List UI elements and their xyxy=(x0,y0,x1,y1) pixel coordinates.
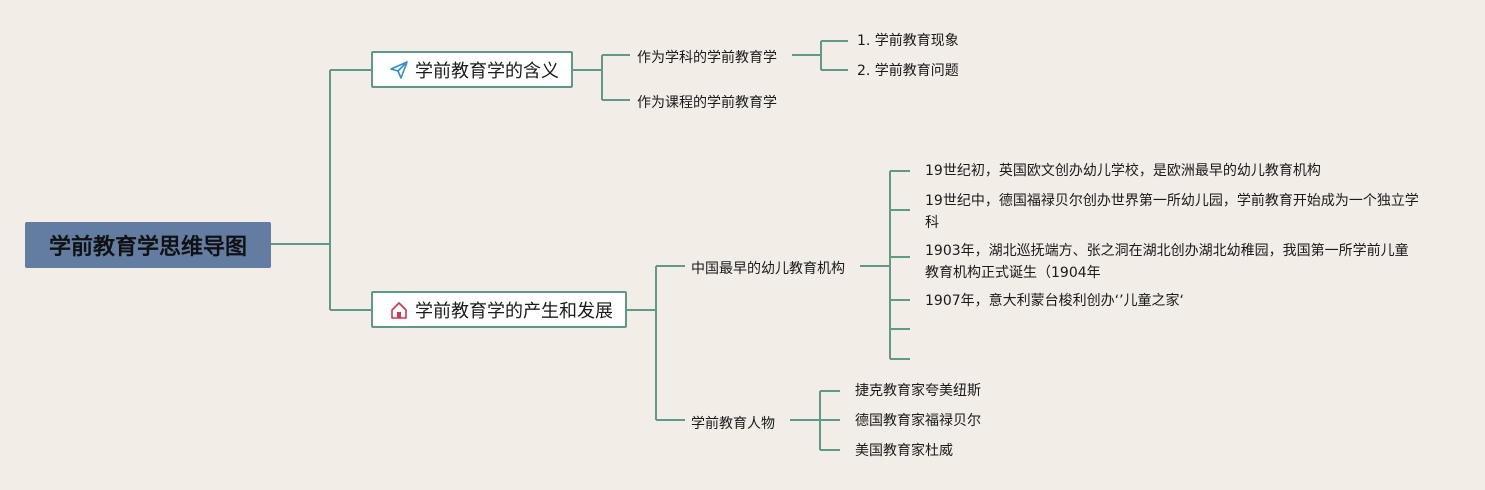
home-icon xyxy=(389,300,409,320)
leaf-comenius[interactable]: 捷克教育家夸美纽斯 xyxy=(855,383,981,399)
leaf-education-phenomenon[interactable]: 1. 学前教育现象 xyxy=(857,33,959,49)
leaf-froebel-kindergarten[interactable]: 19世纪中，德国福禄贝尔创办世界第一所幼儿园，学前教育开始成为一个独立学科 xyxy=(925,193,1419,231)
connector-branch-1-1 xyxy=(792,40,848,71)
connector-branch-1 xyxy=(573,54,630,101)
leaf-owen-infant-school[interactable]: 19世纪初，英国欧文创办幼儿学校，是欧洲最早的幼儿教育机构 xyxy=(925,163,1321,179)
leaf-hubei-kindergarten[interactable]: 1903年，湖北巡抚端方、张之洞在湖北创办湖北幼稚园，我国第一所学前儿童教育机构… xyxy=(925,243,1409,281)
branch-meaning[interactable]: 学前教育学的含义 xyxy=(371,51,573,88)
branch-origin-development[interactable]: 学前教育学的产生和发展 xyxy=(371,291,627,328)
branch-origin-development-label: 学前教育学的产生和发展 xyxy=(415,300,613,322)
topic-earliest-institutions[interactable]: 中国最早的幼儿教育机构 xyxy=(691,261,845,277)
connector-branch-2-2 xyxy=(790,390,840,451)
connector-root xyxy=(271,69,371,311)
branch-meaning-label: 学前教育学的含义 xyxy=(415,60,559,82)
paper-plane-icon xyxy=(389,60,409,80)
connector-branch-2-1 xyxy=(860,170,910,360)
topic-education-figures[interactable]: 学前教育人物 xyxy=(691,416,775,432)
leaf-dewey[interactable]: 美国教育家杜威 xyxy=(855,443,953,459)
leaf-froebel[interactable]: 德国教育家福禄贝尔 xyxy=(855,413,981,429)
topic-as-discipline[interactable]: 作为学科的学前教育学 xyxy=(637,50,777,66)
connector-branch-2 xyxy=(627,265,685,421)
leaf-education-problem[interactable]: 2. 学前教育问题 xyxy=(857,63,959,79)
topic-as-course[interactable]: 作为课程的学前教育学 xyxy=(637,95,777,111)
leaf-montessori-house[interactable]: 1907年，意大利蒙台梭利创办‘’儿童之家‘ xyxy=(925,293,1184,309)
root-topic[interactable]: 学前教育学思维导图 xyxy=(25,222,271,268)
